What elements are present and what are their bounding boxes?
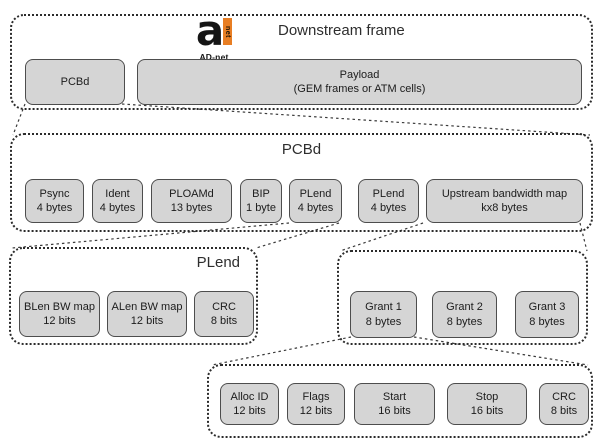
field-name: Start <box>382 390 407 403</box>
plend-title: PLend <box>196 254 240 271</box>
field-size: 12 bits <box>130 315 164 327</box>
field-size: 12 bits <box>233 405 266 417</box>
field-name: PLend <box>372 187 405 200</box>
field-size: 13 bytes <box>170 202 213 214</box>
field-name: Flags <box>302 390 330 403</box>
field-size: 16 bits <box>378 405 411 417</box>
field-stop: Stop 16 bits <box>447 383 527 425</box>
field-size: 8 bits <box>550 405 578 417</box>
field-size: 4 bytes <box>99 202 136 214</box>
field-blen-bw-map: BLen BW map 12 bits <box>19 291 100 337</box>
field-name: CRC <box>552 390 576 403</box>
field-plend-2: PLend 4 bytes <box>358 179 419 223</box>
field-plend-1: PLend 4 bytes <box>289 179 342 223</box>
field-name: ALen BW map <box>111 300 183 313</box>
field-ploamd: PLOAMd 13 bytes <box>151 179 232 223</box>
field-size: 4 bytes <box>370 202 407 214</box>
field-size: 8 bits <box>210 315 238 327</box>
downstream-frame-title: Downstream frame <box>278 22 405 39</box>
field-pcbd: PCBd <box>25 59 125 105</box>
field-name: PLOAMd <box>169 187 214 200</box>
field-payload: Payload (GEM frames or ATM cells) <box>137 59 582 105</box>
logo-a-glyph: a <box>195 6 225 55</box>
field-name: Grant 2 <box>446 301 483 314</box>
ad-net-logo: a net AD-net <box>188 6 240 62</box>
field-upstream-bw-map: Upstream bandwidth map kx8 bytes <box>426 179 583 223</box>
pcbd-title: PCBd <box>281 141 322 158</box>
field-size: 12 bits <box>43 315 76 327</box>
logo-mark: a net <box>188 6 240 55</box>
field-alen-bw-map: ALen BW map 12 bits <box>107 291 187 337</box>
field-size: 8 bytes <box>446 315 483 328</box>
field-name: Stop <box>475 390 499 403</box>
field-plend-crc: CRC 8 bits <box>194 291 254 337</box>
logo-net-bar: net <box>223 18 233 45</box>
field-size: 8 bytes <box>529 315 565 328</box>
field-size: 4 bytes <box>36 202 73 214</box>
field-alloc-id: Alloc ID 12 bits <box>220 383 279 425</box>
field-size: 4 bytes <box>297 202 334 214</box>
field-size: 1 byte <box>246 202 276 214</box>
logo-caption: AD-net <box>199 52 229 62</box>
field-size: kx8 bytes <box>481 202 528 214</box>
field-size: 16 bits <box>470 405 504 417</box>
field-name: Upstream bandwidth map <box>441 187 568 200</box>
plend-group: PLend BLen BW map 12 bits ALen BW map 12… <box>9 247 258 345</box>
field-flags: Flags 12 bits <box>287 383 345 425</box>
field-name: BLen BW map <box>24 300 95 313</box>
field-size: 12 bits <box>299 405 333 417</box>
grant-detail-group: Alloc ID 12 bits Flags 12 bits Start 16 … <box>207 364 593 438</box>
field-start: Start 16 bits <box>354 383 435 425</box>
field-name: Payload <box>339 68 380 81</box>
field-name: PLend <box>299 187 332 200</box>
field-name: PCBd <box>60 75 90 88</box>
field-name: BIP <box>252 187 270 200</box>
field-bip: BIP 1 byte <box>240 179 282 223</box>
field-grant-3: Grant 3 8 bytes <box>515 291 579 338</box>
field-ident: Ident 4 bytes <box>92 179 143 223</box>
logo-net-text: net <box>224 25 232 38</box>
field-grant-2: Grant 2 8 bytes <box>432 291 497 338</box>
field-name: Grant 1 <box>365 301 402 314</box>
field-name: Grant 3 <box>528 301 566 314</box>
field-grant-crc: CRC 8 bits <box>539 383 589 425</box>
field-size: (GEM frames or ATM cells) <box>293 83 426 95</box>
downstream-frame-group: a net AD-net Downstream frame PCBd Paylo… <box>10 6 593 110</box>
field-name: Ident <box>105 187 130 200</box>
field-psync: Psync 4 bytes <box>25 179 84 223</box>
field-name: Alloc ID <box>230 390 269 403</box>
field-size: 8 bytes <box>365 315 402 328</box>
field-name: CRC <box>212 300 236 313</box>
pcbd-group: PCBd Psync 4 bytes Ident 4 bytes PLOAMd … <box>10 133 593 232</box>
field-name: Psync <box>39 187 70 200</box>
grants-group: Grant 1 8 bytes Grant 2 8 bytes Grant 3 … <box>337 250 588 345</box>
field-grant-1: Grant 1 8 bytes <box>350 291 417 338</box>
